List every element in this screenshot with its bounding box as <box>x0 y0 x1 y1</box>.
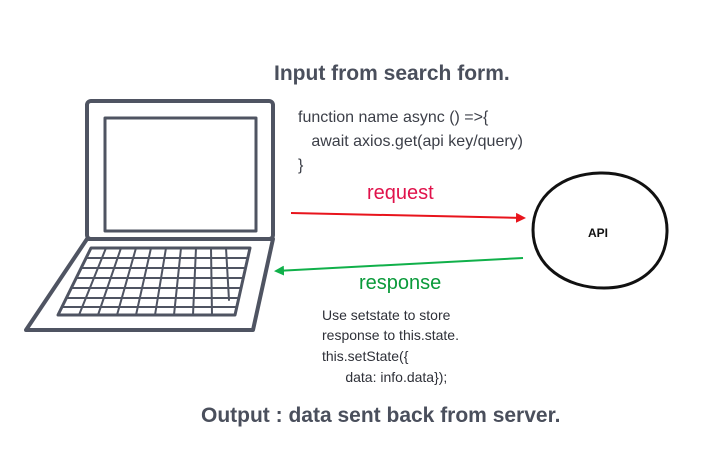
api-node <box>531 171 669 290</box>
laptop-icon <box>24 99 275 332</box>
response-label: response <box>359 272 442 294</box>
request-arrow <box>290 212 526 223</box>
laptop-base <box>24 237 275 332</box>
api-label: API <box>588 226 609 240</box>
laptop-screen-frame <box>85 99 275 241</box>
input-title: Input from search form. <box>274 62 510 85</box>
code-line-2: await axios.get(api key/query) <box>298 133 523 150</box>
output-title: Output : data sent back from server. <box>201 404 561 427</box>
note-line-3: this.setState({ <box>322 348 409 364</box>
note-line-4: data: info.data}); <box>322 369 448 385</box>
response-arrow <box>274 257 524 276</box>
note-line-2: response to this.state. <box>322 327 459 343</box>
code-line-3: } <box>298 157 304 174</box>
code-line-1: function name async () =>{ <box>298 109 489 126</box>
request-label: request <box>367 182 434 204</box>
note-line-1: Use setstate to store <box>322 307 451 323</box>
laptop-screen <box>103 116 258 233</box>
